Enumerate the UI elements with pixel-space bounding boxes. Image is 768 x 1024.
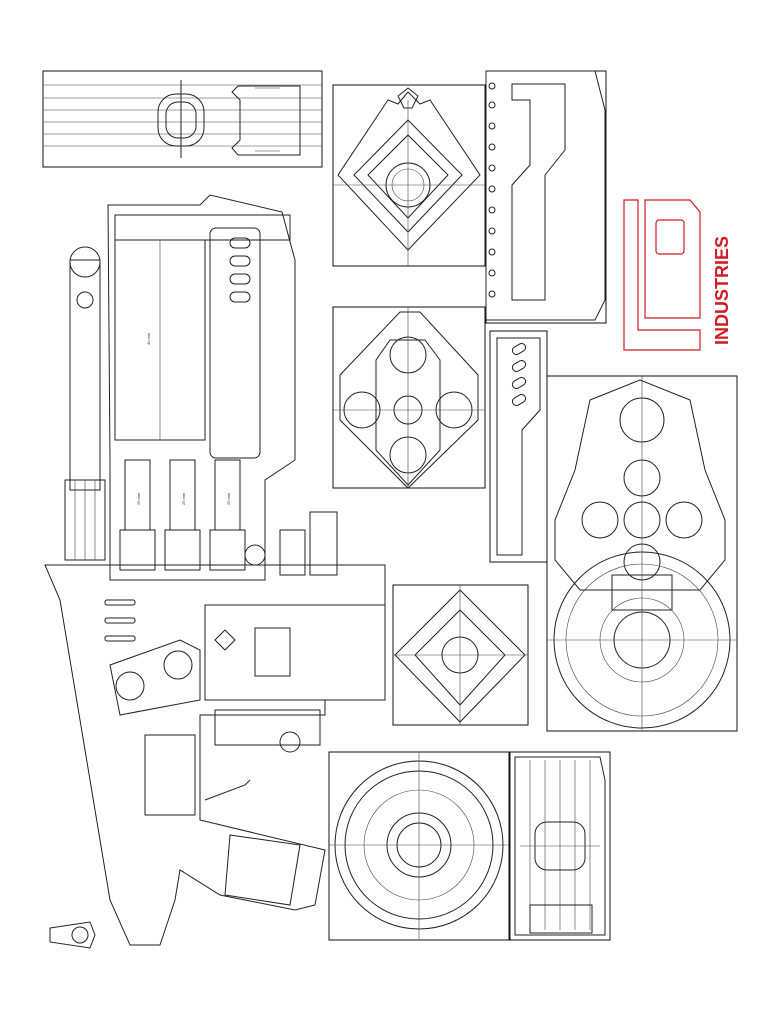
diamond-small-view (392, 584, 529, 726)
dim-tube-c: 25 mm (226, 492, 231, 505)
dim-chamber-label: 40 mm (146, 332, 151, 345)
round-bottom-view (328, 751, 510, 941)
dim-tube-b: 25 mm (181, 492, 186, 505)
gun-side-view: 40 mm 25 mm 25 mm 25 mm (44, 194, 386, 946)
tip-piece (49, 921, 96, 949)
side-panel-lower (489, 330, 548, 563)
diamond-top-view (332, 84, 486, 267)
front-view-large (546, 375, 738, 732)
ld-industries-logo: INDUSTRIES (623, 199, 732, 351)
diamond-middle-view (332, 306, 486, 489)
panel-bottom-right (509, 751, 611, 941)
dim-tube-a: 25 mm (136, 492, 141, 505)
side-panel-upper (485, 70, 607, 324)
logo-industries-text: INDUSTRIES (712, 236, 732, 345)
barrel-top-panel (42, 70, 323, 168)
